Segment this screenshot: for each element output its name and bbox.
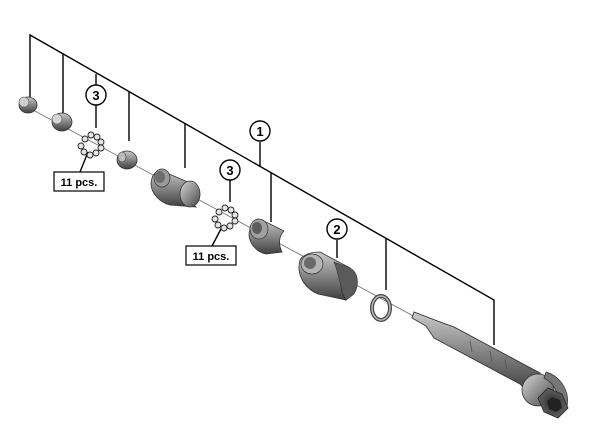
axle-center-line — [21, 103, 431, 326]
callout-3a: 3 — [85, 84, 107, 106]
callout-2: 2 — [326, 218, 348, 240]
callout-2-label: 2 — [333, 222, 340, 237]
sleeve-part — [150, 168, 201, 208]
quantity-label-1: 11 pcs. — [61, 177, 98, 189]
callout-1-label: 1 — [256, 124, 263, 139]
qty-2-leader — [211, 226, 223, 247]
small-cup-part — [18, 96, 38, 114]
bearing-balls-part — [77, 131, 105, 159]
callout-1: 1 — [249, 120, 271, 142]
quantity-box-1: 11 pcs. — [53, 171, 105, 192]
callout-3a-label: 3 — [92, 88, 99, 103]
callout-1-leader-tree — [29, 33, 495, 345]
bearing-balls-part-2 — [211, 204, 239, 232]
callout-3b-label: 3 — [226, 163, 233, 178]
axle-part — [411, 311, 569, 419]
quantity-box-2: 11 pcs. — [185, 245, 237, 266]
cup-part — [248, 218, 285, 255]
quantity-label-2: 11 pcs. — [193, 251, 230, 263]
cone-part — [51, 112, 73, 132]
callout-3b: 3 — [219, 159, 241, 181]
lock-nut-part — [298, 251, 358, 301]
spacer-part — [116, 150, 138, 170]
washer-part — [370, 294, 392, 322]
